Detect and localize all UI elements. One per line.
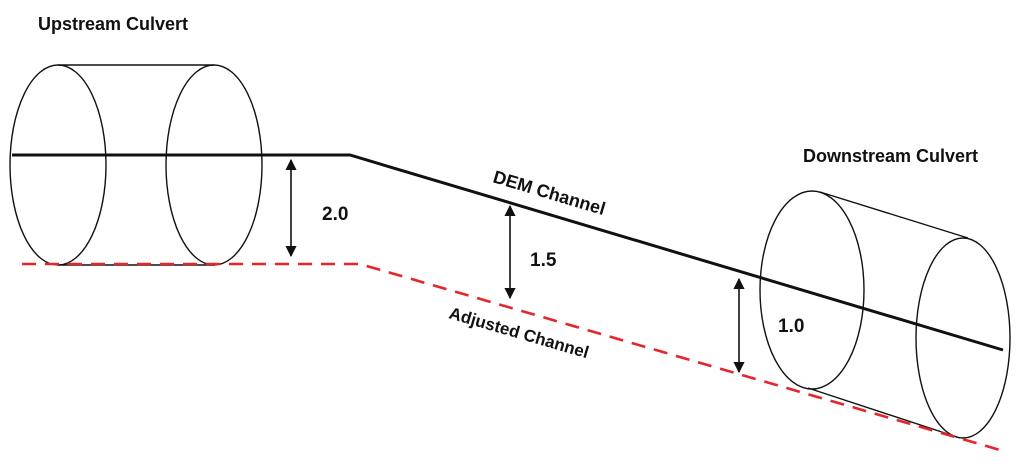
adjusted-channel-line	[22, 262, 1001, 452]
downstream-culvert-top-edge	[819, 191, 969, 239]
downstream-culvert	[759, 190, 1011, 439]
depth-label-upstream: 2.0	[322, 204, 348, 225]
upstream-culvert-near-end	[9, 64, 107, 266]
depth-label-downstream: 1.0	[778, 316, 804, 337]
adjusted-channel-label: Adjusted Channel	[447, 304, 591, 363]
upstream-culvert-far-end	[165, 64, 263, 266]
downstream-culvert-near-end	[759, 190, 865, 390]
upstream-culvert-label: Upstream Culvert	[38, 14, 188, 34]
downstream-culvert-far-end	[915, 237, 1011, 439]
upstream-culvert	[9, 64, 263, 266]
dem-channel-line	[12, 153, 1004, 352]
dem-channel-label: DEM Channel	[491, 167, 608, 219]
downstream-culvert-bottom-edge	[807, 387, 961, 439]
depth-label-middle: 1.5	[530, 250, 557, 271]
downstream-culvert-label: Downstream Culvert	[803, 146, 978, 166]
